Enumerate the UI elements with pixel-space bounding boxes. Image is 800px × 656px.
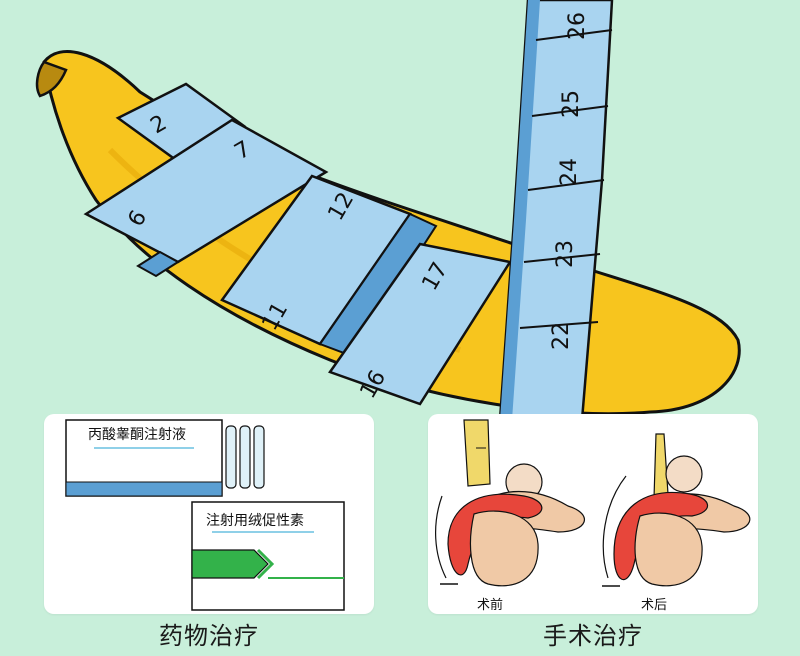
tape-number: 26 (565, 12, 590, 40)
after-length-arrow (602, 475, 627, 579)
ampoule-icon (253, 425, 265, 489)
ampoule-icon (225, 425, 237, 489)
anatomy-after (602, 433, 751, 587)
before-length-arrow (435, 495, 447, 579)
banana-stem-tip (35, 60, 68, 98)
box-b-arrow-band (191, 549, 269, 579)
drug-panel-drawing (65, 419, 345, 611)
box-a-stripe (65, 481, 223, 497)
before-organ (447, 493, 543, 576)
tape-number: 24 (557, 158, 582, 186)
tape-number: 23 (553, 240, 578, 268)
after-sac (634, 512, 703, 587)
after-organ (613, 492, 709, 581)
surgery-treatment-caption: 手术治疗 (543, 622, 643, 650)
medicine-box-a-label: 丙酸睾酮注射液 (88, 427, 186, 443)
anatomy-before (435, 419, 585, 587)
vertical-measuring-tape (498, 0, 614, 422)
tape-band-2-fold (136, 250, 180, 278)
vertical-tape-edge (500, 0, 540, 420)
box-b-chevron (256, 548, 275, 580)
ampoule-icon (239, 425, 251, 489)
after-surgery-label: 术后 (641, 598, 668, 613)
tape-tick-line (535, 29, 613, 41)
after-bladder (665, 455, 703, 493)
medicine-box-b-label: 注射用绒促性素 (206, 513, 304, 529)
tape-tick-line (531, 105, 609, 117)
tape-tick-line (519, 321, 599, 329)
tape-tick-line (523, 253, 601, 263)
before-sac (469, 510, 539, 587)
drug-treatment-caption: 药物治疗 (159, 622, 259, 650)
tape-tick-line (527, 179, 605, 191)
tape-band-2 (83, 118, 329, 264)
surgery-panel-drawing (435, 419, 751, 587)
before-tissue (463, 419, 491, 487)
tape-number: 25 (559, 90, 584, 118)
after-tissue (653, 433, 669, 499)
wrapping-tape (83, 82, 513, 406)
tape-number: 22 (549, 322, 574, 350)
before-surgery-label: 术前 (477, 598, 504, 613)
